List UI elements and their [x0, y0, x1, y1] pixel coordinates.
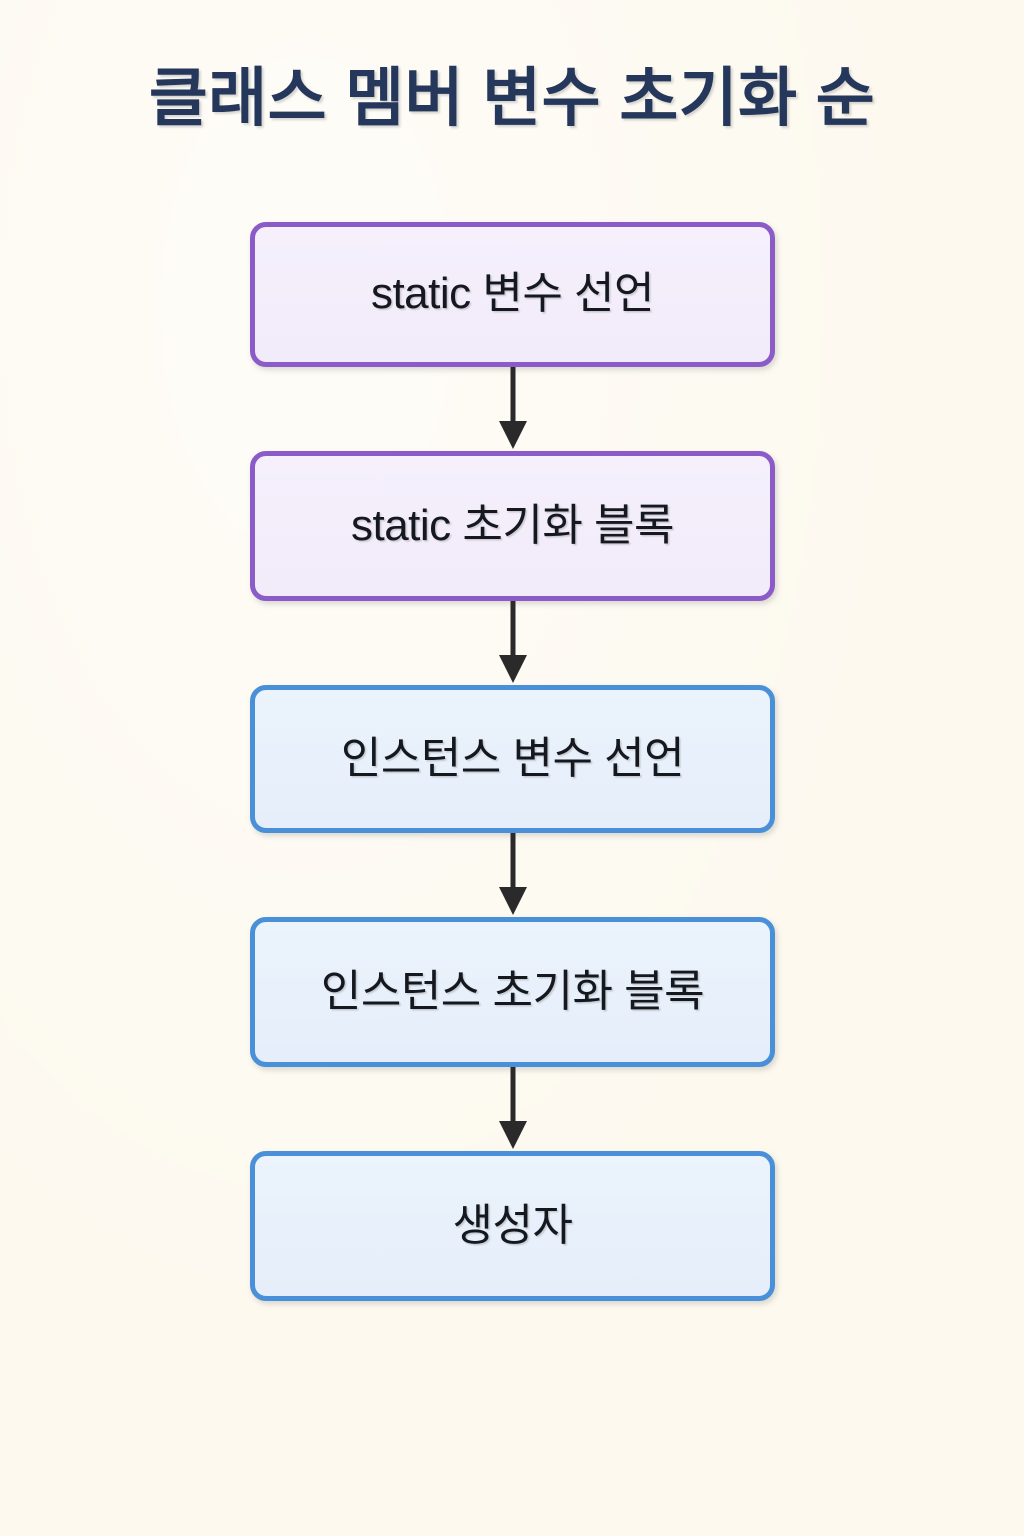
flow-node-label: 인스턴스 초기화 블록	[320, 966, 705, 1016]
flowchart: static 변수 선언 static 초기화 블록 인스턴스 변수 선언	[250, 222, 775, 1301]
flow-node-label: 인스턴스 변수 선언	[340, 733, 685, 783]
flow-node-instance-initializer-block[interactable]: 인스턴스 초기화 블록	[250, 917, 775, 1067]
page-title-container: 클래스 멤버 변수 초기화 순	[0, 62, 1024, 136]
arrow-down-icon	[498, 367, 527, 449]
flow-node-constructor[interactable]: 생성자	[250, 1151, 775, 1301]
arrow-down-icon	[498, 1067, 527, 1149]
flow-node-static-initializer-block[interactable]: static 초기화 블록	[250, 451, 775, 601]
arrow-down-icon	[498, 833, 527, 915]
flow-connector-3	[250, 833, 775, 917]
flow-connector-2	[250, 601, 775, 685]
page-title: 클래스 멤버 변수 초기화 순	[148, 62, 876, 134]
flow-connector-1	[250, 367, 775, 451]
flow-node-static-variable-declaration[interactable]: static 변수 선언	[250, 222, 775, 367]
flow-node-label: 생성자	[452, 1200, 573, 1250]
arrow-down-icon	[498, 601, 527, 683]
flow-connector-4	[250, 1067, 775, 1151]
flow-node-label: static 변수 선언	[370, 269, 655, 319]
flow-node-instance-variable-declaration[interactable]: 인스턴스 변수 선언	[250, 685, 775, 833]
flow-node-label: static 초기화 블록	[350, 500, 675, 550]
